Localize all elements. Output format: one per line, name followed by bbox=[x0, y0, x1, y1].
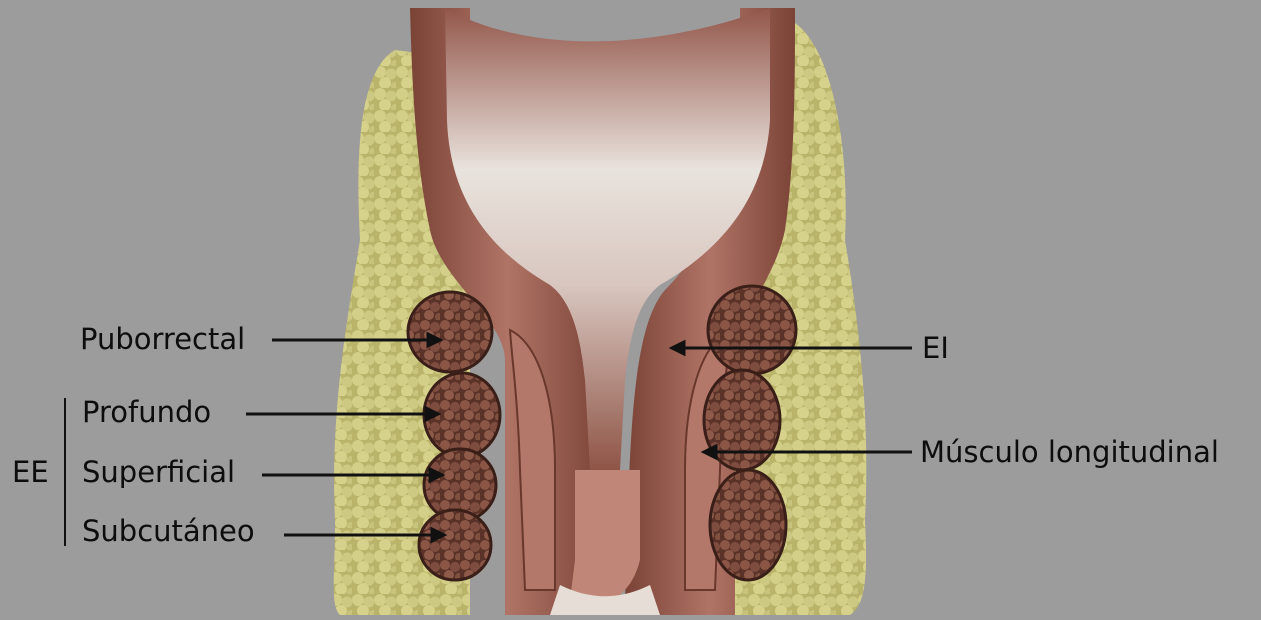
label-ei: EI bbox=[922, 334, 949, 363]
puborrectal-muscle-right bbox=[708, 286, 796, 374]
subcutaneo-muscle bbox=[419, 510, 491, 580]
external-sphincter-right-low bbox=[710, 470, 786, 580]
label-superficial: Superficial bbox=[82, 458, 235, 487]
label-profundo: Profundo bbox=[82, 398, 211, 427]
puborrectal-muscle-left bbox=[408, 292, 492, 372]
ee-bracket bbox=[64, 398, 66, 546]
label-subcutaneo: Subcutáneo bbox=[82, 517, 255, 546]
label-ee: EE bbox=[12, 458, 49, 487]
label-musculo-longitudinal: Músculo longitudinal bbox=[920, 438, 1219, 467]
label-puborrectal: Puborrectal bbox=[80, 325, 245, 354]
